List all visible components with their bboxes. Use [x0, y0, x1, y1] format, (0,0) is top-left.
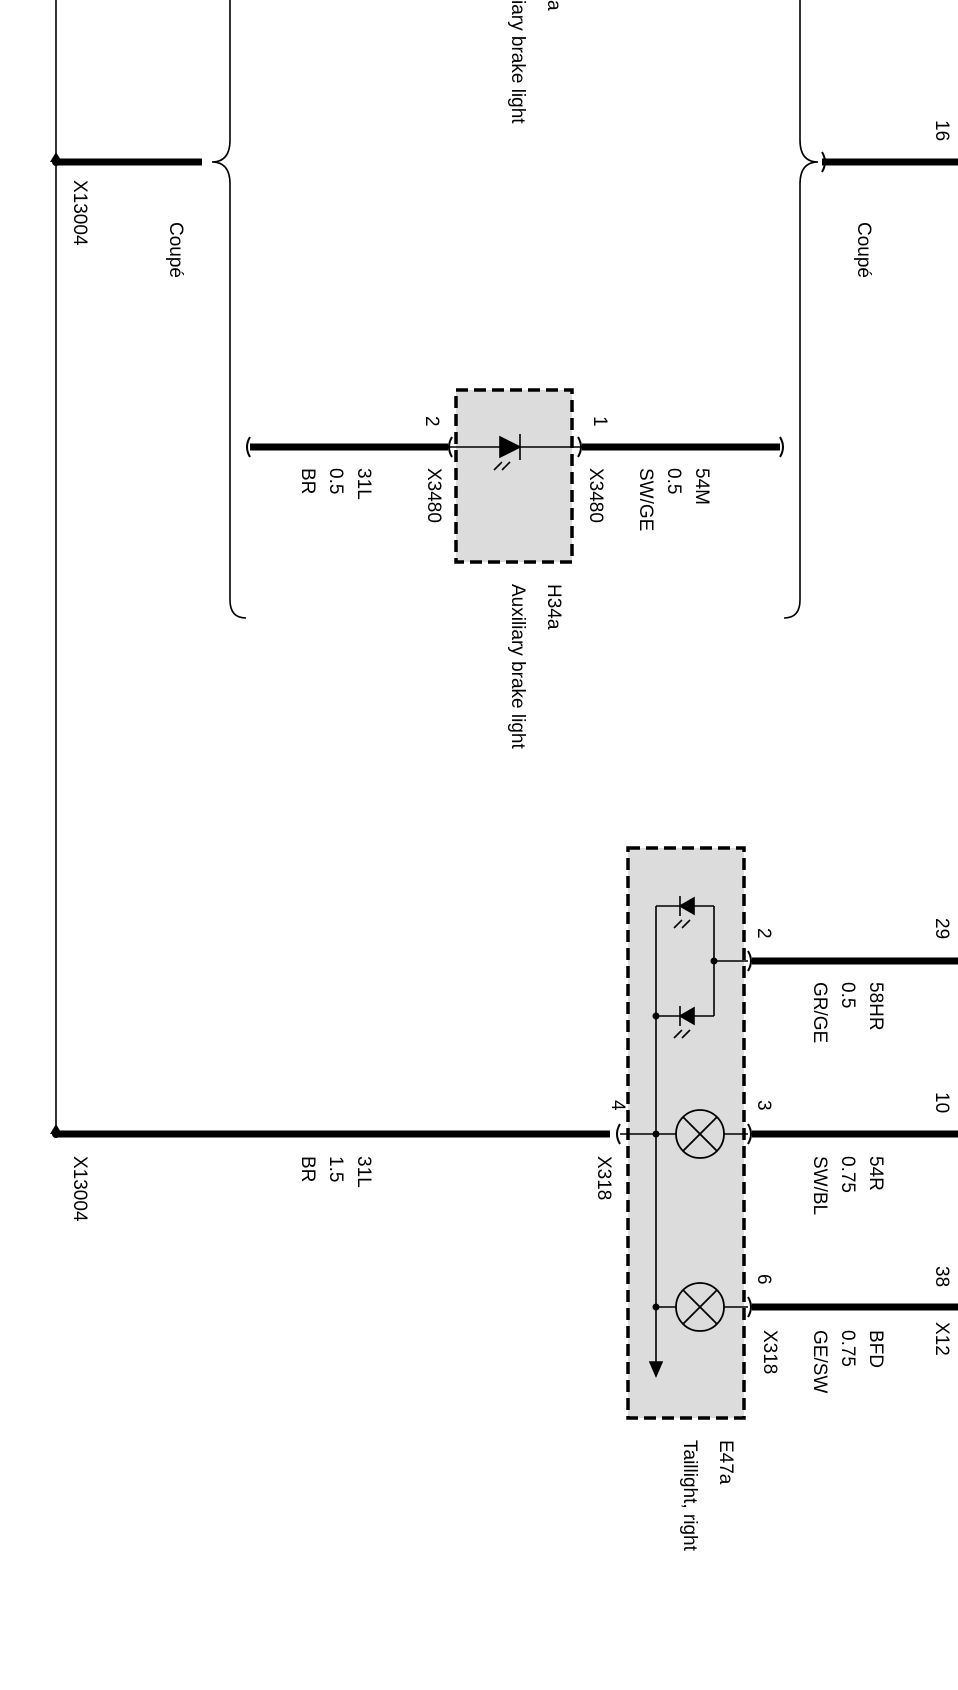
aux-led-symbol	[493, 434, 522, 471]
component-id: H34a	[543, 584, 564, 630]
taillight-led-1	[673, 896, 695, 929]
junction-dots	[652, 957, 718, 1311]
wire-size: 0.5	[663, 468, 684, 494]
wire-color: BR	[297, 468, 318, 494]
coupe-brace-right	[783, 0, 819, 619]
taillight-wires	[616, 950, 958, 1318]
wire-signal: BFD	[865, 1330, 886, 1368]
coupe-label-left: Coupé	[165, 222, 186, 278]
connector-x318: X318	[759, 1330, 780, 1374]
connector-x318: X318	[593, 1156, 614, 1200]
aux-brake-wires	[246, 436, 784, 458]
connector-x12: X12	[931, 1322, 952, 1356]
aux-pin-2: 2	[421, 416, 442, 427]
aux-pin-1: 1	[589, 416, 610, 427]
wire-size: 0.5	[325, 468, 346, 494]
component-id: E47a	[715, 1440, 736, 1485]
ground-point-bottom	[50, 1124, 62, 1138]
wire-signal: 31L	[353, 1156, 374, 1188]
component-name: Auxiliary brake light	[507, 584, 528, 749]
coupe-brace-left	[211, 0, 247, 619]
tail-pin-4: 4	[607, 1100, 628, 1111]
wire-color: GE/SW	[809, 1330, 830, 1393]
tail-pin-3: 3	[753, 1100, 774, 1111]
wire-size: 0.5	[837, 982, 858, 1008]
bulb-icon	[675, 1282, 725, 1332]
wire-color: SW/GE	[635, 468, 656, 531]
ground-bus	[55, 0, 610, 1138]
wire-signal: 58HR	[865, 982, 886, 1031]
wire-size: 0.75	[837, 1330, 858, 1367]
wire-signal: 54M	[691, 468, 712, 505]
wire-pin16	[821, 151, 958, 173]
pin-10: 10	[931, 1092, 952, 1113]
wire-color: GR/GE	[809, 982, 830, 1043]
bulb-icon	[675, 1109, 725, 1159]
wire-signal: 54R	[865, 1156, 886, 1191]
connector-x3480: X3480	[423, 468, 444, 523]
tail-pin-2: 2	[753, 928, 774, 939]
pin-29: 29	[931, 918, 952, 939]
ground-connector-bottom: X13004	[69, 1156, 90, 1222]
ground-point-top	[50, 152, 62, 166]
pin-38: 38	[931, 1266, 952, 1287]
pin-16: 16	[931, 120, 952, 141]
aux-brake-top-name: iary brake light	[507, 0, 528, 124]
wire-size: 1.5	[325, 1156, 346, 1182]
ground-connector-top: X13004	[69, 180, 90, 246]
wire-signal: 31L	[353, 468, 374, 500]
wire-color: SW/BL	[809, 1156, 830, 1215]
component-name: Taillight, right	[679, 1440, 700, 1552]
aux-brake-light-box	[454, 388, 574, 564]
wire-color: BR	[297, 1156, 318, 1182]
coupe-label-right: Coupé	[853, 222, 874, 278]
wire-size: 0.75	[837, 1156, 858, 1193]
aux-brake-top-id: a	[543, 0, 564, 11]
connector-x3480: X3480	[585, 468, 606, 523]
tail-pin-6: 6	[753, 1274, 774, 1285]
taillight-led-2	[673, 1006, 695, 1039]
